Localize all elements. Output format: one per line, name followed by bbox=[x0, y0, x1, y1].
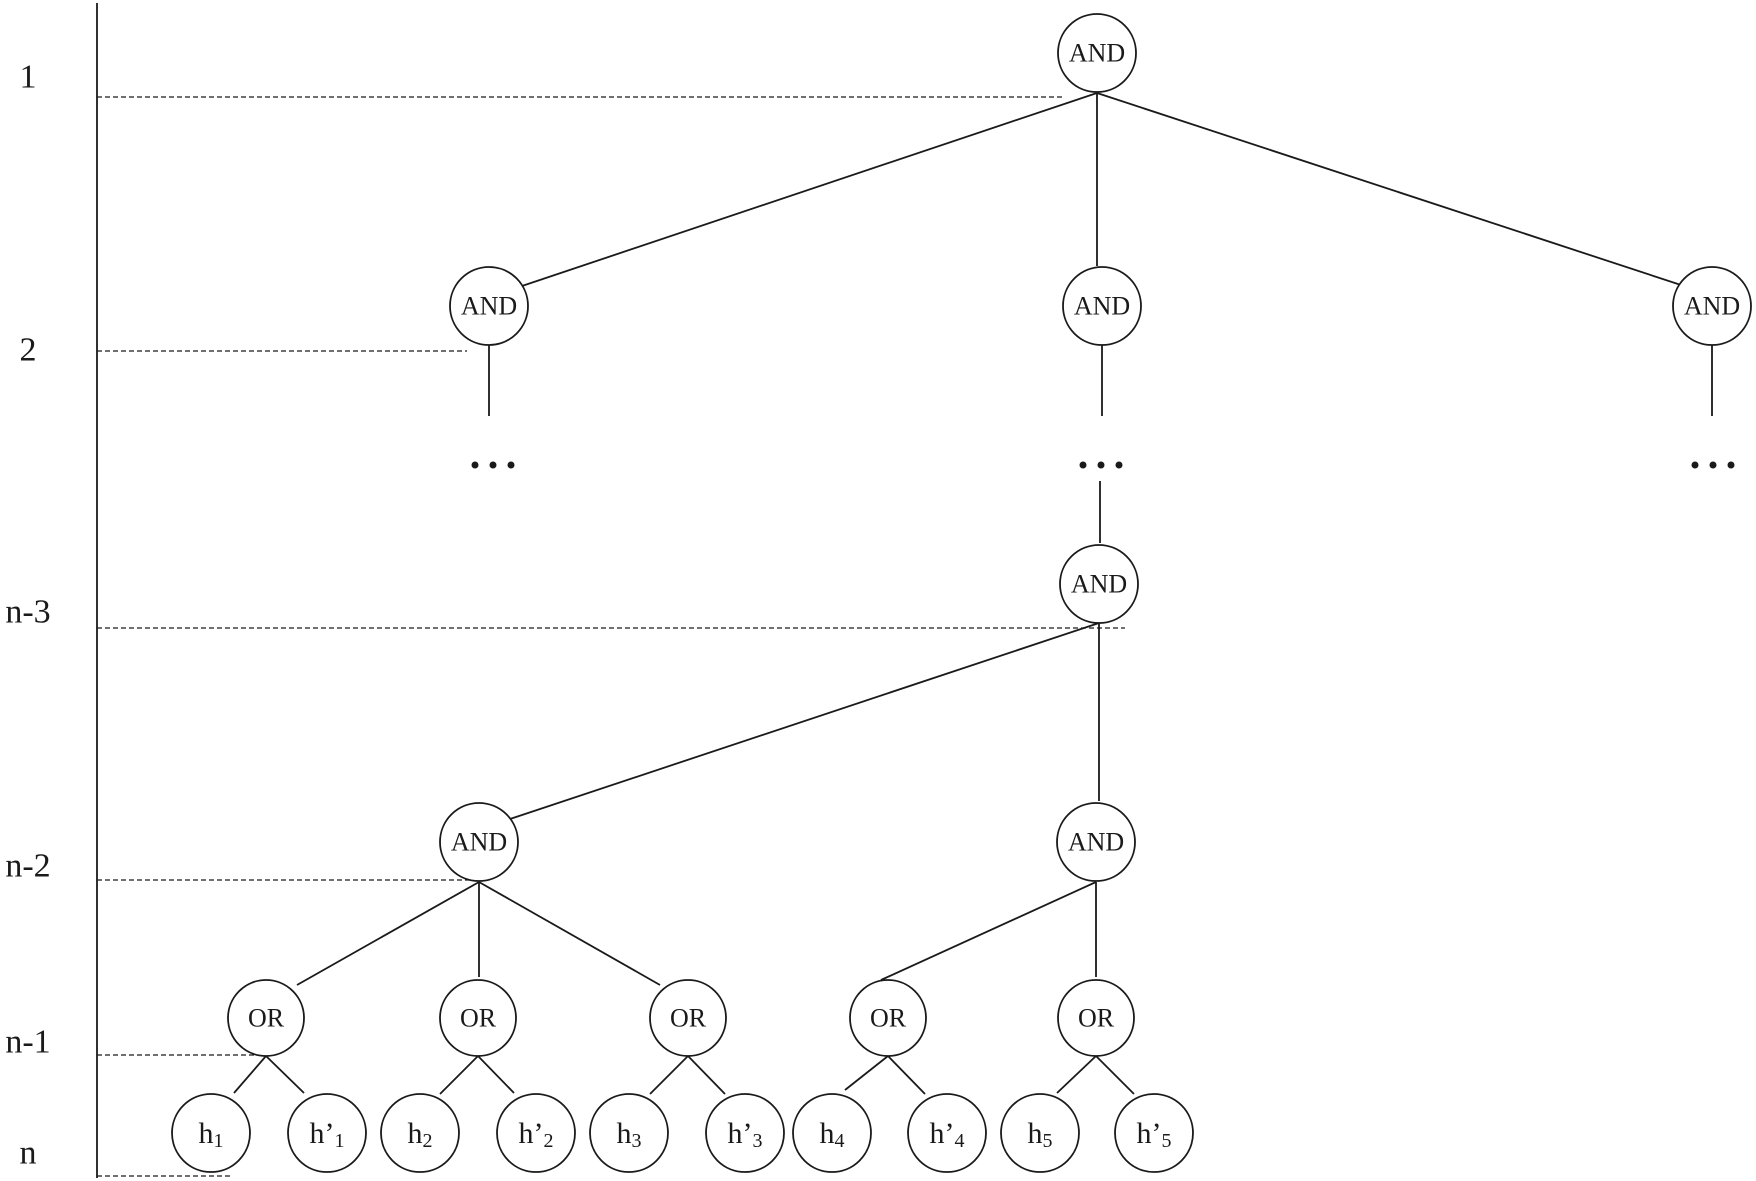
leaf-subscript: 5 bbox=[1162, 1130, 1172, 1152]
leaf-base: h’ bbox=[728, 1117, 753, 1150]
leaf-node-h-prime-2: h’2 bbox=[496, 1093, 576, 1173]
leaf-node-h-prime-3: h’3 bbox=[705, 1093, 785, 1173]
svg-text:h’1: h’1 bbox=[310, 1117, 345, 1153]
leaf-node-h-prime-4: h’4 bbox=[907, 1093, 987, 1173]
or-node-3: OR bbox=[649, 979, 727, 1057]
leaf-base: h bbox=[820, 1117, 835, 1150]
and-node-level2-left: AND bbox=[449, 266, 529, 346]
ellipsis-middle bbox=[1079, 461, 1123, 469]
level-label-n: n bbox=[20, 1135, 37, 1172]
node-label: OR bbox=[670, 1004, 707, 1033]
edge-or5-leaf10 bbox=[1095, 1055, 1135, 1095]
edge-or4-leaf7 bbox=[844, 1055, 889, 1091]
edge-or3-leaf5 bbox=[649, 1055, 689, 1095]
leaf-subscript: 1 bbox=[335, 1130, 345, 1152]
edge-root-l2a bbox=[515, 92, 1098, 289]
and-node-level2-middle: AND bbox=[1062, 266, 1142, 346]
leaf-node-h1: h1 bbox=[171, 1093, 251, 1173]
edge-or4-leaf8 bbox=[887, 1055, 926, 1095]
edge-or1-leaf1 bbox=[233, 1055, 267, 1094]
node-label: AND bbox=[1071, 570, 1127, 599]
leaf-node-h-prime-1: h’1 bbox=[287, 1093, 367, 1173]
leaf-base: h’ bbox=[1137, 1117, 1162, 1150]
edge-or5-leaf9 bbox=[1056, 1055, 1097, 1094]
tree-edges bbox=[233, 92, 1713, 1095]
leaf-node-h3: h3 bbox=[589, 1093, 669, 1173]
ellipsis-left bbox=[471, 461, 515, 469]
leaf-node-h5: h5 bbox=[1000, 1093, 1080, 1173]
edge-root-l2c bbox=[1096, 92, 1682, 286]
and-node-n-2-left: AND bbox=[439, 802, 519, 882]
node-label: AND bbox=[1684, 292, 1740, 321]
and-node-n-2-right: AND bbox=[1056, 802, 1136, 882]
level-label-n-3: n-3 bbox=[5, 594, 50, 631]
svg-text:h1: h1 bbox=[199, 1117, 224, 1153]
leaf-base: h’ bbox=[519, 1117, 544, 1150]
svg-text:h3: h3 bbox=[617, 1117, 642, 1153]
or-node-5: OR bbox=[1057, 979, 1135, 1057]
leaf-node-h2: h2 bbox=[380, 1093, 460, 1173]
node-label: OR bbox=[460, 1004, 497, 1033]
leaf-base: h bbox=[617, 1117, 632, 1150]
node-label: AND bbox=[1074, 292, 1130, 321]
edge-n2b-or4 bbox=[880, 881, 1097, 981]
leaf-node-h4: h4 bbox=[792, 1093, 872, 1173]
and-node-level2-right: AND bbox=[1672, 266, 1752, 346]
level-label-1: 1 bbox=[20, 59, 37, 96]
svg-text:h’4: h’4 bbox=[930, 1117, 965, 1153]
svg-text:h5: h5 bbox=[1028, 1117, 1053, 1153]
and-node-root: AND bbox=[1057, 13, 1137, 93]
edge-or2-leaf3 bbox=[439, 1055, 479, 1095]
edge-or2-leaf4 bbox=[477, 1055, 515, 1094]
leaf-subscript: 5 bbox=[1043, 1130, 1053, 1152]
leaf-subscript: 2 bbox=[423, 1130, 433, 1152]
leaf-subscript: 3 bbox=[632, 1130, 642, 1152]
svg-text:h’3: h’3 bbox=[728, 1117, 763, 1153]
leaf-base: h bbox=[408, 1117, 423, 1150]
node-label: OR bbox=[1078, 1004, 1115, 1033]
svg-text:h’2: h’2 bbox=[519, 1117, 554, 1153]
edge-or3-leaf6 bbox=[687, 1055, 726, 1095]
level-label-n-1: n-1 bbox=[5, 1024, 50, 1061]
leaf-subscript: 4 bbox=[955, 1130, 965, 1152]
edge-n3-n2a bbox=[509, 622, 1100, 820]
leaf-subscript: 1 bbox=[214, 1130, 224, 1152]
leaf-base: h’ bbox=[930, 1117, 955, 1150]
and-node-n-3: AND bbox=[1059, 544, 1139, 624]
leaf-subscript: 2 bbox=[544, 1130, 554, 1152]
or-node-4: OR bbox=[849, 979, 927, 1057]
edge-or1-leaf2 bbox=[265, 1055, 305, 1094]
leaf-base: h bbox=[199, 1117, 214, 1150]
node-label: AND bbox=[451, 828, 507, 857]
leaf-node-h-prime-5: h’5 bbox=[1114, 1093, 1194, 1173]
ellipsis-right bbox=[1691, 461, 1735, 469]
edge-n2a-or1 bbox=[296, 881, 480, 986]
leaf-subscript: 4 bbox=[835, 1130, 845, 1152]
node-label: AND bbox=[1068, 828, 1124, 857]
node-label: AND bbox=[1069, 39, 1125, 68]
node-label: AND bbox=[461, 292, 517, 321]
leaf-subscript: 3 bbox=[753, 1130, 763, 1152]
svg-text:h’5: h’5 bbox=[1137, 1117, 1172, 1153]
or-node-1: OR bbox=[227, 979, 305, 1057]
svg-text:h4: h4 bbox=[820, 1117, 845, 1153]
edge-n2a-or3 bbox=[478, 881, 661, 986]
node-label: OR bbox=[248, 1004, 285, 1033]
or-node-2: OR bbox=[439, 979, 517, 1057]
svg-text:h2: h2 bbox=[408, 1117, 433, 1153]
leaf-base: h bbox=[1028, 1117, 1043, 1150]
node-label: OR bbox=[870, 1004, 907, 1033]
level-label-n-2: n-2 bbox=[5, 848, 50, 885]
leaf-base: h’ bbox=[310, 1117, 335, 1150]
level-label-2: 2 bbox=[20, 332, 37, 369]
